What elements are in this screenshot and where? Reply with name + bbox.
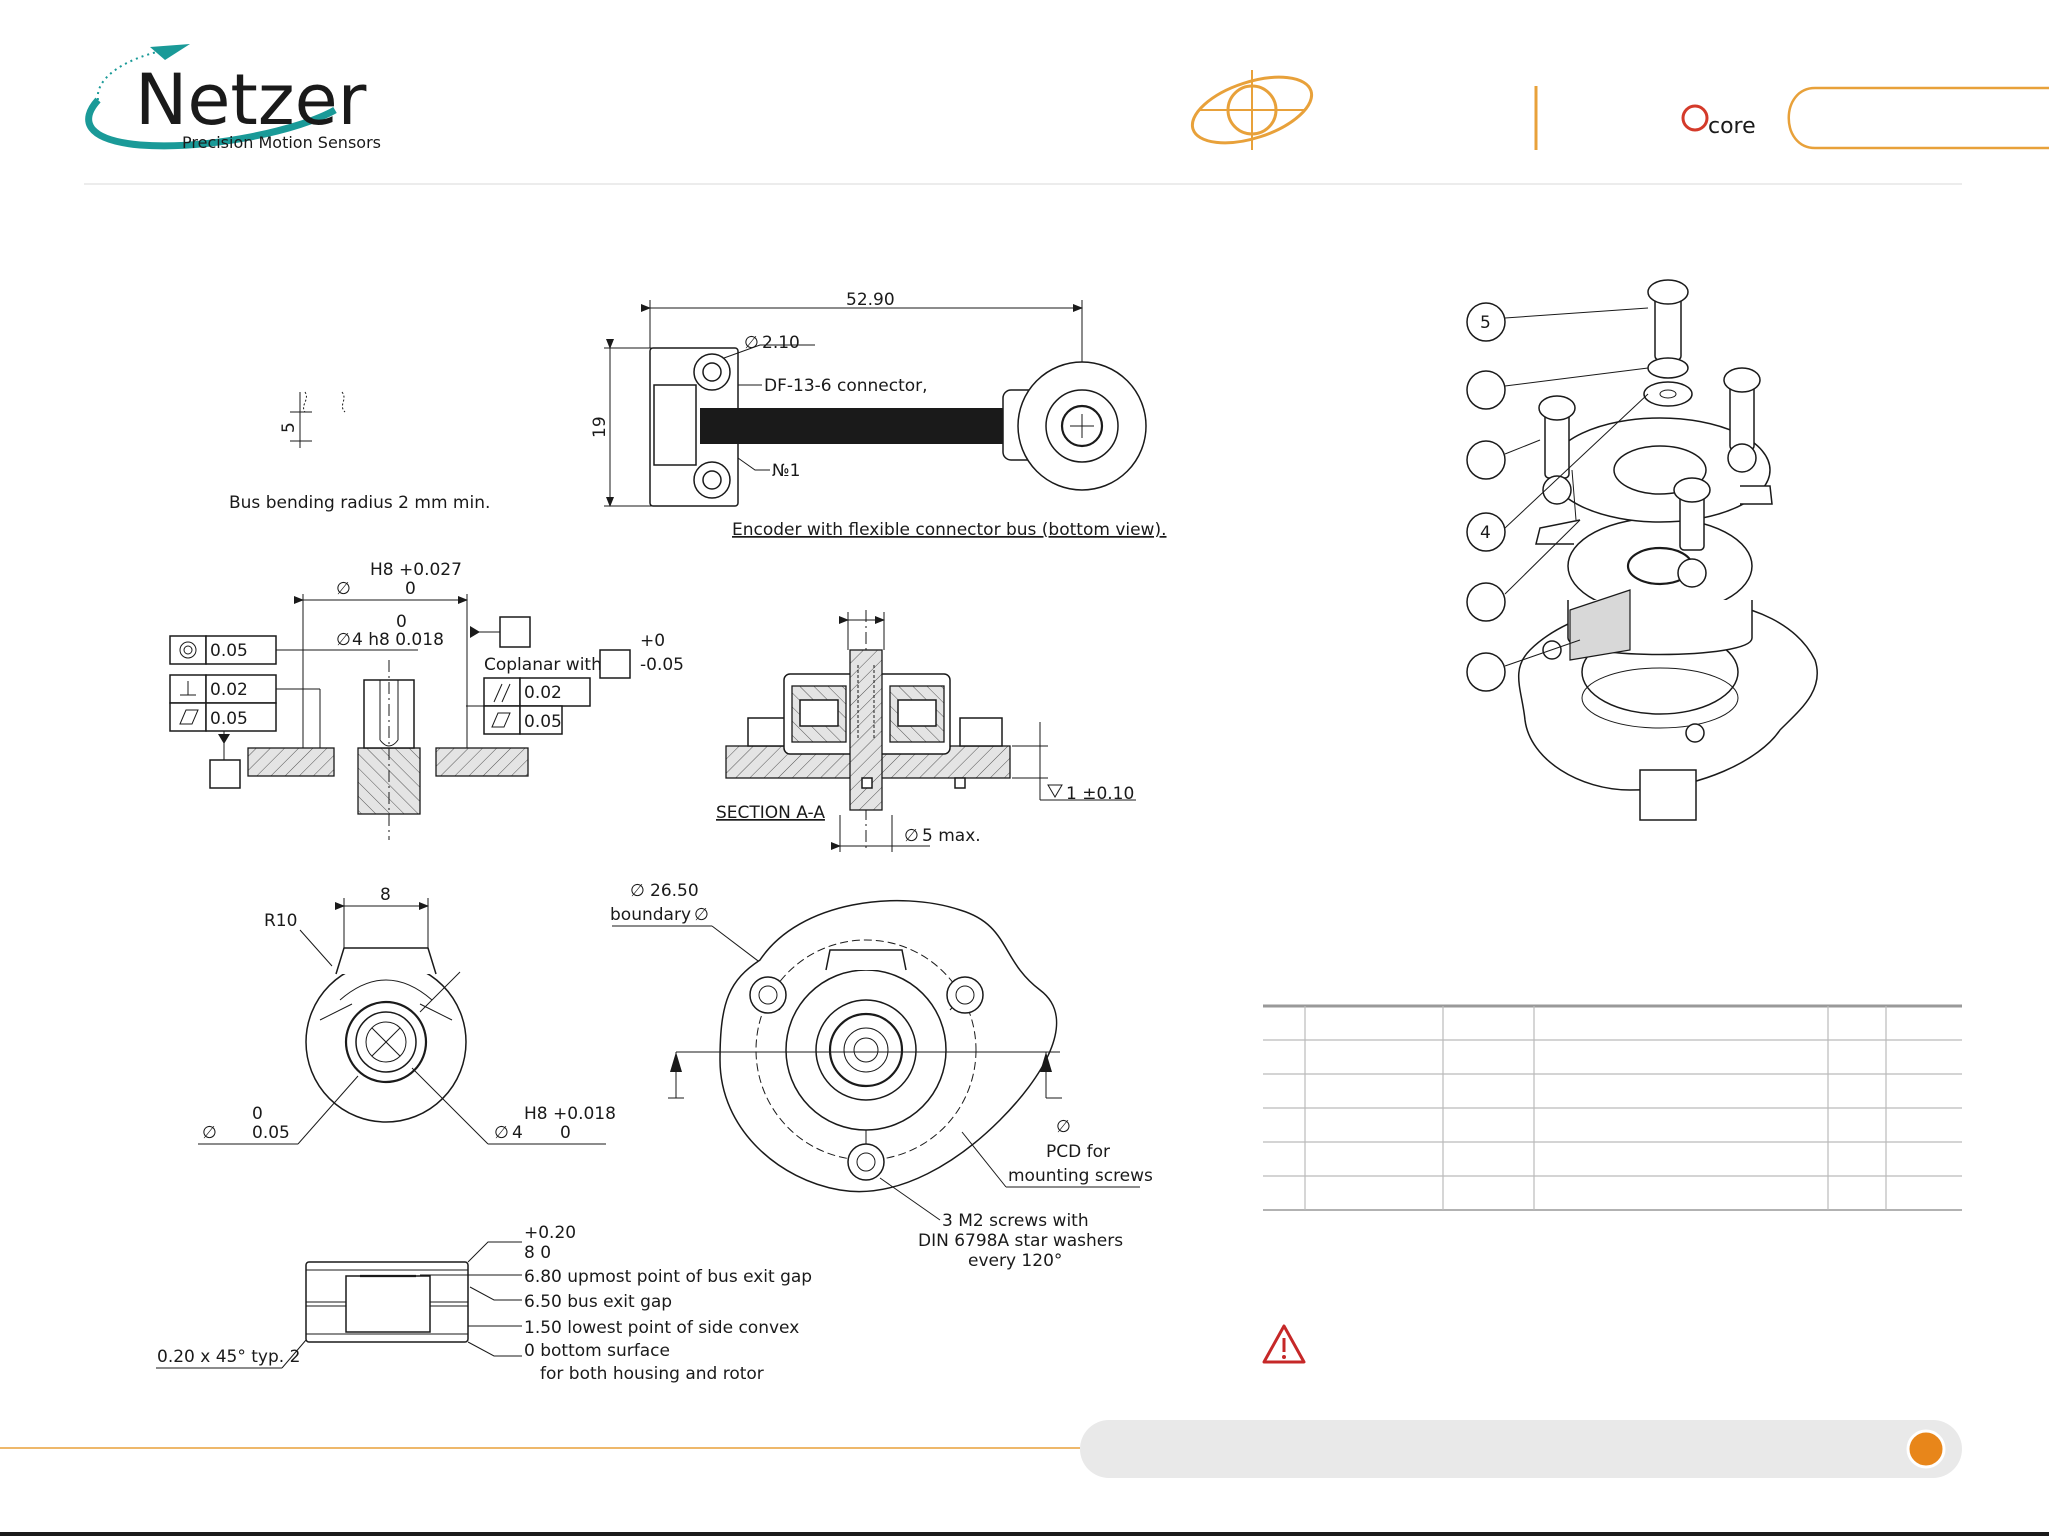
svg-text:4: 4: [512, 1123, 523, 1143]
svg-text:3 M2 screws with: 3 M2 screws with: [942, 1211, 1089, 1231]
svg-text:4 h8 0.018: 4 h8 0.018: [352, 630, 444, 650]
crosshair-logo-icon: [1190, 70, 1314, 150]
svg-text:0.05: 0.05: [252, 1123, 290, 1143]
svg-text:5: 5: [279, 422, 299, 433]
svg-text:19: 19: [590, 416, 610, 438]
svg-text:R10: R10: [264, 911, 297, 931]
brand-logo: Netzer Precision Motion Sensors: [85, 44, 381, 152]
svg-text:0: 0: [252, 1104, 263, 1124]
exploded-assembly-view: 5 4: [1466, 279, 1818, 821]
svg-text:0: 0: [405, 579, 416, 599]
svg-text:0: 0: [396, 612, 407, 632]
svg-text:∅: ∅: [202, 1123, 217, 1143]
section-label: SECTION A-A: [716, 803, 825, 823]
brand-tagline: Precision Motion Sensors: [182, 133, 381, 152]
section-aa-drawing: 1 ±0.10 SECTION A-A ∅ 5 max.: [716, 610, 1136, 852]
svg-text:0.02: 0.02: [524, 683, 562, 703]
svg-text:H8 +0.018: H8 +0.018: [524, 1104, 616, 1124]
header-tab-outline: [1787, 86, 2049, 150]
svg-text:+0.20: +0.20: [524, 1223, 576, 1243]
qcore-icon: [1681, 104, 1709, 132]
svg-text:5 max.: 5 max.: [922, 826, 981, 846]
tolerance-detail: H8 +0.027 ∅ 0 0 ∅ 4 h8 0.018 0.05 0.02 0…: [169, 560, 684, 840]
svg-text:∅: ∅: [494, 1123, 509, 1143]
svg-text:26.50: 26.50: [650, 881, 699, 901]
qcore-logo: core: [1681, 104, 1756, 139]
bottom-view-caption: Encoder with flexible connector bus (bot…: [732, 520, 1167, 540]
svg-text:∅: ∅: [336, 630, 351, 650]
brand-name: Netzer: [135, 59, 367, 141]
svg-text:1 ±0.10: 1 ±0.10: [1066, 784, 1134, 804]
svg-text:0 bottom surface: 0 bottom surface: [524, 1341, 670, 1361]
svg-text:H8 +0.027: H8 +0.027: [370, 560, 462, 580]
footer-bar: [1080, 1420, 1962, 1478]
svg-text:-0.05: -0.05: [640, 655, 684, 675]
svg-text:∅: ∅: [336, 579, 351, 599]
callout-4: 4: [1480, 523, 1491, 543]
svg-text:0.05: 0.05: [210, 709, 248, 729]
svg-text:+0: +0: [640, 631, 665, 651]
svg-text:∅: ∅: [630, 881, 645, 901]
side-view-drawing: +0.20 8 0 6.80 upmost point of bus exit …: [156, 1223, 812, 1384]
svg-text:52.90: 52.90: [846, 290, 895, 310]
mount-top-view: ∅ 26.50 boundary ∅ ∅ PCD for mounting sc…: [610, 881, 1153, 1271]
svg-text:∅: ∅: [904, 826, 919, 846]
svg-text:8 0: 8 0: [524, 1243, 551, 1263]
page-indicator-dot: [1906, 1429, 1946, 1469]
svg-text:0.05: 0.05: [524, 712, 562, 732]
svg-text:0.20 x 45° typ. 2: 0.20 x 45° typ. 2: [157, 1347, 300, 1367]
callout-5: 5: [1480, 313, 1491, 333]
bottom-view-drawing: 52.90 19 2.10 ∅ DF-13-6 connector, №1 En…: [590, 290, 1167, 540]
svg-text:2.10: 2.10: [762, 333, 800, 353]
qcore-label: core: [1708, 114, 1756, 139]
warning-icon: [1262, 1324, 1306, 1364]
connector-label: DF-13-6 connector,: [764, 376, 928, 396]
svg-text:DIN 6798A star washers: DIN 6798A star washers: [918, 1231, 1123, 1251]
svg-text:every 120°: every 120°: [968, 1251, 1062, 1271]
svg-text:for both housing and rotor: for both housing and rotor: [540, 1364, 764, 1384]
svg-text:∅: ∅: [744, 333, 759, 353]
svg-text:0: 0: [560, 1123, 571, 1143]
parts-table-grid: [1263, 1004, 1962, 1211]
svg-text:boundary: boundary: [610, 905, 691, 925]
svg-text:8: 8: [380, 885, 391, 905]
svg-text:6.80 upmost point of bus exit: 6.80 upmost point of bus exit gap: [524, 1267, 812, 1287]
svg-text:№1: №1: [772, 461, 801, 481]
svg-text:0.02: 0.02: [210, 680, 248, 700]
svg-text:1.50 lowest point of side con: 1.50 lowest point of side convex: [524, 1318, 799, 1338]
svg-text:0.05: 0.05: [210, 641, 248, 661]
svg-text:mounting screws: mounting screws: [1008, 1166, 1153, 1186]
svg-text:PCD for: PCD for: [1046, 1142, 1110, 1162]
svg-text:∅: ∅: [694, 905, 709, 925]
coplanar-label: Coplanar with: [484, 655, 602, 675]
svg-text:∅: ∅: [1056, 1117, 1071, 1137]
bus-bending-caption: Bus bending radius 2 mm min.: [229, 493, 490, 513]
svg-text:6.50 bus exit gap: 6.50 bus exit gap: [524, 1292, 672, 1312]
bus-bending-detail: 5 Bus bending radius 2 mm min.: [229, 391, 490, 513]
rotor-top-view: 8 R10 0 ∅ 0.05 H8 +0.018 ∅ 4 0: [198, 885, 616, 1145]
